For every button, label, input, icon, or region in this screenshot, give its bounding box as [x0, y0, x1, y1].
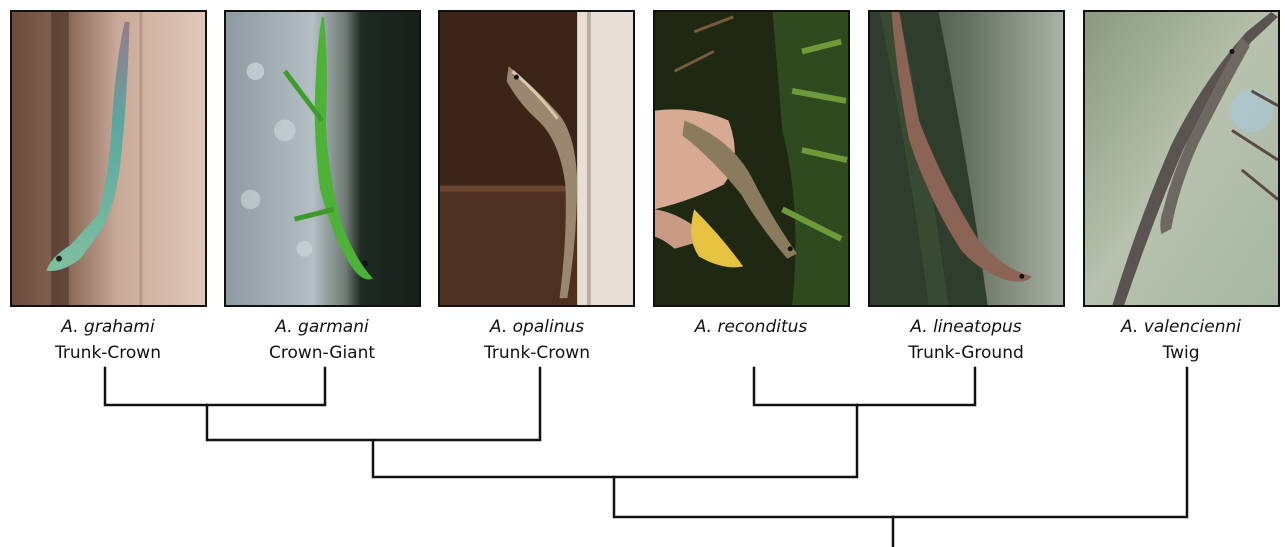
taxon-label-garmani: A. garmani Crown-Giant [212, 314, 432, 366]
lizard-image-grahami [12, 12, 205, 305]
species-name: A. reconditus [641, 314, 861, 340]
ecomorph-name: Trunk-Crown [0, 340, 218, 366]
photo-a-reconditus [653, 10, 850, 307]
photo-a-grahami [10, 10, 207, 307]
taxon-label-grahami: A. grahami Trunk-Crown [0, 314, 218, 366]
tree-branch-grahami-garmani [105, 368, 325, 405]
species-name: A. grahami [0, 314, 218, 340]
species-name: A. lineatopus [856, 314, 1076, 340]
tree-branch-opalinus-clade [207, 368, 540, 440]
ecomorph-name: Trunk-Ground [856, 340, 1076, 366]
taxon-label-opalinus: A. opalinus Trunk-Crown [427, 314, 647, 366]
species-name: A. valencienni [1071, 314, 1285, 340]
taxon-label-lineatopus: A. lineatopus Trunk-Ground [856, 314, 1076, 366]
species-name: A. garmani [212, 314, 432, 340]
tree-branch-valencienni [614, 368, 1187, 517]
ecomorph-name: Twig [1071, 340, 1285, 366]
lizard-image-valencienni [1085, 12, 1278, 305]
taxon-label-reconditus: A. reconditus [641, 314, 861, 340]
lizard-image-reconditus [655, 12, 848, 305]
lizard-image-lineatopus [870, 12, 1063, 305]
lizard-image-opalinus [440, 12, 633, 305]
tree-branch-major-clade [373, 405, 857, 477]
photo-a-lineatopus [868, 10, 1065, 307]
photo-a-opalinus [438, 10, 635, 307]
lizard-image-garmani [226, 12, 419, 305]
species-name: A. opalinus [427, 314, 647, 340]
taxon-label-valencienni: A. valencienni Twig [1071, 314, 1285, 366]
photo-a-garmani [224, 10, 421, 307]
ecomorph-name: Trunk-Crown [427, 340, 647, 366]
photo-a-valencienni [1083, 10, 1280, 307]
tree-branch-reconditus-lineatopus [754, 368, 975, 405]
ecomorph-name: Crown-Giant [212, 340, 432, 366]
